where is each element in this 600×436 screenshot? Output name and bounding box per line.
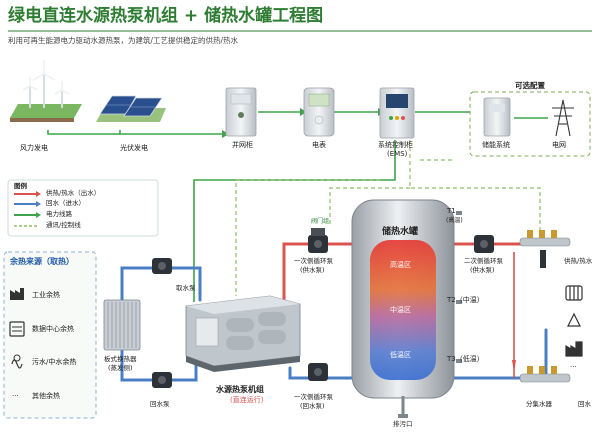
end-user-ellipsis: ··· [570, 363, 577, 371]
end-user-icons [565, 285, 583, 357]
secondary-pump-label-line1: 二次侧循环泵 [464, 257, 503, 265]
distributor-manifold [519, 230, 571, 383]
legend-item-supply: 供热/热水（出水） [46, 189, 101, 197]
grid-cabinet-label: 并网柜 [232, 141, 253, 149]
tank-low-zone: 低温区 [390, 351, 411, 359]
valve-group-label: 阀门组 [311, 218, 330, 225]
legend-box [7, 179, 159, 237]
primary-return-pump-label-line1: 一次侧循环泵 [294, 393, 333, 401]
heat-pump-unit [185, 295, 301, 372]
tank-high-zone: 高温区 [390, 261, 411, 269]
legend-item-control: 通讯/控制线 [46, 221, 81, 229]
grid-cabinet [225, 87, 257, 137]
legend-item-return: 回水（进水） [46, 199, 85, 207]
sensor-t1: T1 [447, 207, 456, 215]
waste-heat-title: 余热来源（取热） [10, 257, 74, 266]
plate-hx-label-line1: 板式换热器 [104, 355, 137, 363]
meter-label: 电表 [312, 141, 326, 149]
waste-heat-item-sewage: 污水/中水余热 [32, 358, 77, 366]
tank-title: 储热水罐 [382, 227, 419, 237]
legend-title: 图例 [14, 182, 27, 190]
optional-config-box [469, 91, 591, 157]
return-pump-label: 回水泵 [150, 400, 170, 408]
return-in-label: 回水 [578, 400, 591, 408]
page-subtitle: 利用可再生能源电力驱动水源热泵，为建筑/工艺提供稳定的供热/热水 [8, 36, 239, 45]
waste-heat-box [3, 251, 97, 419]
waste-heat-item-industrial: 工业余热 [32, 291, 60, 299]
legend-swatches [14, 191, 41, 227]
storage-system [483, 97, 511, 137]
tank-drain-label: 排污口 [393, 420, 413, 428]
pump-icons [152, 235, 494, 388]
plate-heat-exchanger [103, 299, 141, 351]
sensor-t2: T2（中温） [447, 296, 484, 304]
ems-cabinet [379, 87, 415, 139]
waste-heat-item-other: 其他余热 [32, 392, 60, 400]
waste-heat-icons [9, 288, 25, 369]
sensor-t1-sub: (高温) [446, 217, 463, 224]
primary-supply-pump-label-line1: 一次侧循环泵 [294, 257, 333, 265]
grid-label: 电网 [552, 141, 566, 149]
ems-label-line1: 系统控制柜 [378, 141, 413, 149]
waste-heat-item-datacenter: 数据中心余热 [32, 325, 74, 333]
valve-group [311, 228, 325, 236]
plate-hx-label-line2: (蒸发侧) [108, 364, 133, 372]
grid-tower [552, 99, 574, 137]
storage-system-label: 储能系统 [482, 141, 510, 149]
heat-pump-label-line1: 水源热泵机组 [216, 385, 264, 394]
tank-mid-zone: 中温区 [390, 306, 411, 314]
pv-panel-group [96, 95, 166, 122]
legend-item-power: 电力线路 [46, 210, 72, 218]
ems-label-line2: (EMS) [387, 150, 408, 158]
waste-heat-ellipsis: ··· [12, 392, 19, 400]
primary-return-pump-label-line2: (回水泵) [300, 402, 325, 410]
sensor-t3: T3（低温） [447, 355, 484, 363]
page-title: 绿电直连水源热泵机组 + 储热水罐工程图 [8, 6, 324, 26]
heat-pump-label-line2: (直连运行) [230, 396, 264, 404]
primary-supply-pump-label-line2: (供水泵) [300, 266, 325, 274]
supply-out-label: 供热/热水 [564, 257, 593, 265]
storage-tank [351, 199, 462, 418]
optional-config-title: 可选配置 [515, 81, 545, 90]
electric-meter [303, 87, 335, 137]
pv-label: 光伏发电 [120, 144, 148, 152]
distributor-label: 分集水器 [526, 400, 552, 408]
intake-pump-label: 取水泵 [176, 284, 196, 292]
secondary-pump-label-line2: (供水泵) [470, 266, 495, 274]
wind-turbine-group [10, 60, 82, 122]
wind-label: 风力发电 [20, 144, 48, 152]
control-lines [235, 140, 541, 296]
